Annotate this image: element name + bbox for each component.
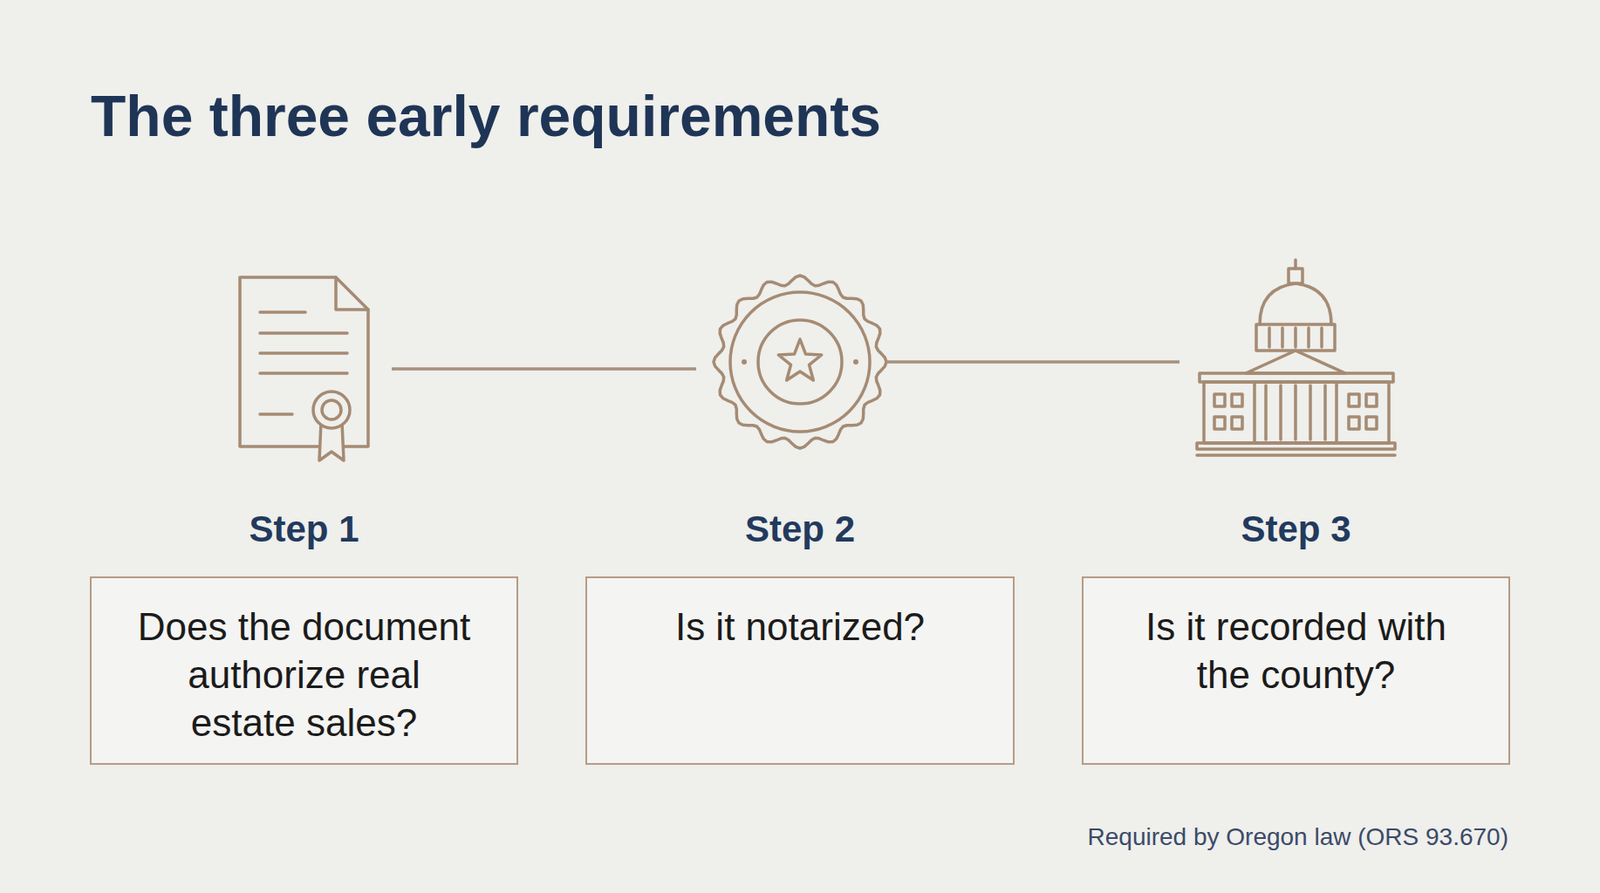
timeline-connector bbox=[886, 360, 1180, 364]
footnote-caption: Required by Oregon law (ORS 93.670) bbox=[1087, 822, 1509, 853]
question-box: Is it recorded with the county? bbox=[1081, 576, 1511, 766]
step-heading: Step 2 bbox=[585, 505, 1015, 554]
seal-icon bbox=[713, 275, 887, 449]
question-box: Is it notarized? bbox=[585, 576, 1015, 766]
document-icon bbox=[239, 277, 369, 461]
courthouse-icon bbox=[1196, 259, 1395, 456]
diagram-title: The three early requirements bbox=[90, 87, 882, 145]
question-text: Is it recorded with the county? bbox=[1127, 602, 1465, 699]
question-text: Is it notarized? bbox=[630, 602, 970, 651]
question-box: Does the document authorize real estate … bbox=[89, 576, 519, 766]
step-node: Step 2 Is it notarized? bbox=[585, 505, 1015, 766]
step-heading: Step 1 bbox=[89, 505, 519, 554]
timeline-connector bbox=[391, 367, 697, 371]
step-node: Step 1 Does the document authorize real e… bbox=[89, 505, 519, 766]
step-heading: Step 3 bbox=[1081, 505, 1511, 554]
step-node: Step 3 Is it recorded with the county? bbox=[1081, 505, 1511, 766]
question-text: Does the document authorize real estate … bbox=[135, 602, 473, 747]
